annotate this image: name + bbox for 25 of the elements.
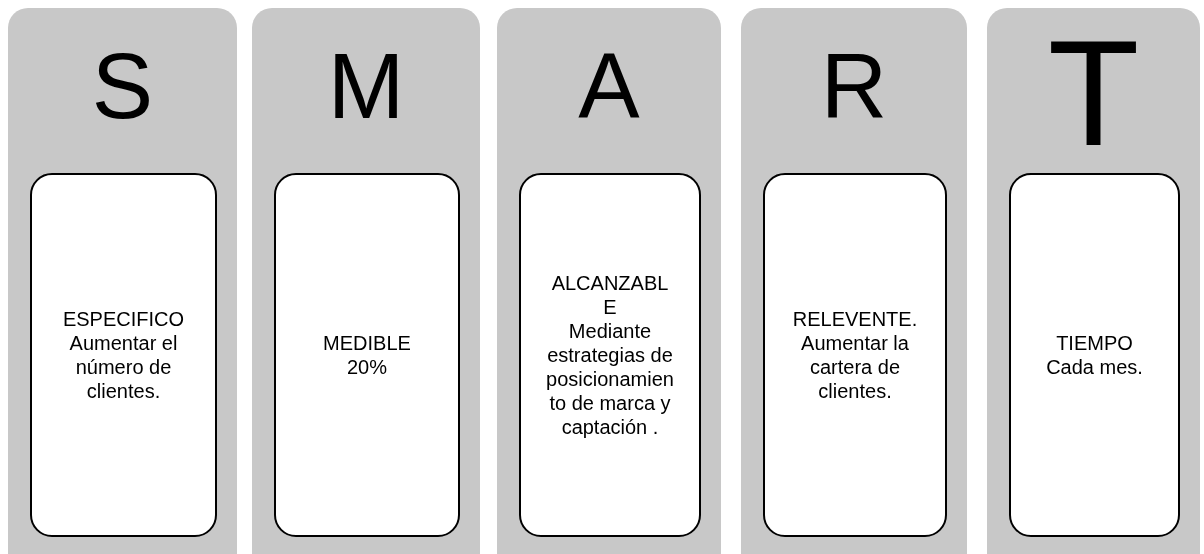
card-text: Cada mes. [1045,355,1144,379]
card-heading: RELEVENTE. [791,307,919,331]
text-card [274,173,460,537]
text-card [763,173,947,537]
letter-heading: T [1046,18,1141,168]
card-text: Mediante estrategias de posicionamiento de marca y captación . [546,319,674,439]
text-card [30,173,217,537]
letter-heading: S [90,40,155,132]
column-panel [987,8,1200,554]
card-heading: TIEMPO [1055,331,1134,355]
letter-heading: M [326,40,406,132]
column-panel [741,8,967,554]
card-heading: ESPECIFICO [61,307,186,331]
letter-heading: R [819,40,889,132]
column-panel [8,8,237,554]
text-card [1009,173,1180,537]
card-text: Aumentar el número de clientes. [68,331,179,403]
text-card [519,173,701,537]
card-text: 20% [346,355,388,379]
column-panel [252,8,480,554]
card-heading: ALCANZABLE [550,271,670,319]
card-text: Aumentar la cartera de clientes. [800,331,910,403]
letter-heading: A [577,40,641,132]
column-panel [497,8,721,554]
card-heading: MEDIBLE [322,331,412,355]
